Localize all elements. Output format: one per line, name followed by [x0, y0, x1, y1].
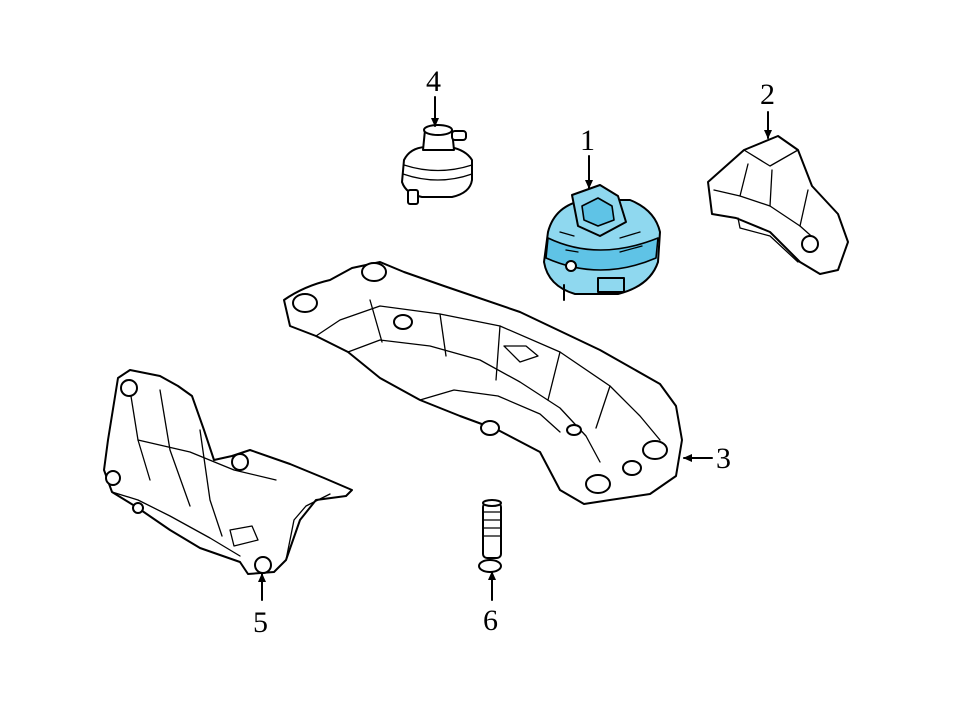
callout-labels: 1 2 3 4 5 6: [253, 65, 775, 639]
callout-3-label: 3: [716, 442, 731, 475]
callout-6-label: 6: [483, 604, 498, 637]
part-6-bolt[interactable]: [478, 499, 502, 573]
part-3-crossmember[interactable]: [283, 261, 683, 505]
callout-2-label: 2: [760, 78, 775, 111]
part-4-damper[interactable]: [401, 124, 473, 205]
part-1-engine-mount[interactable]: [543, 184, 661, 301]
callout-arrows: [258, 96, 772, 601]
callout-4-label: 4: [426, 65, 441, 98]
callout-1-label: 1: [580, 124, 595, 157]
part-2-bracket[interactable]: [707, 135, 849, 275]
part-5-bracket[interactable]: [103, 369, 353, 575]
callout-5-label: 5: [253, 606, 268, 639]
